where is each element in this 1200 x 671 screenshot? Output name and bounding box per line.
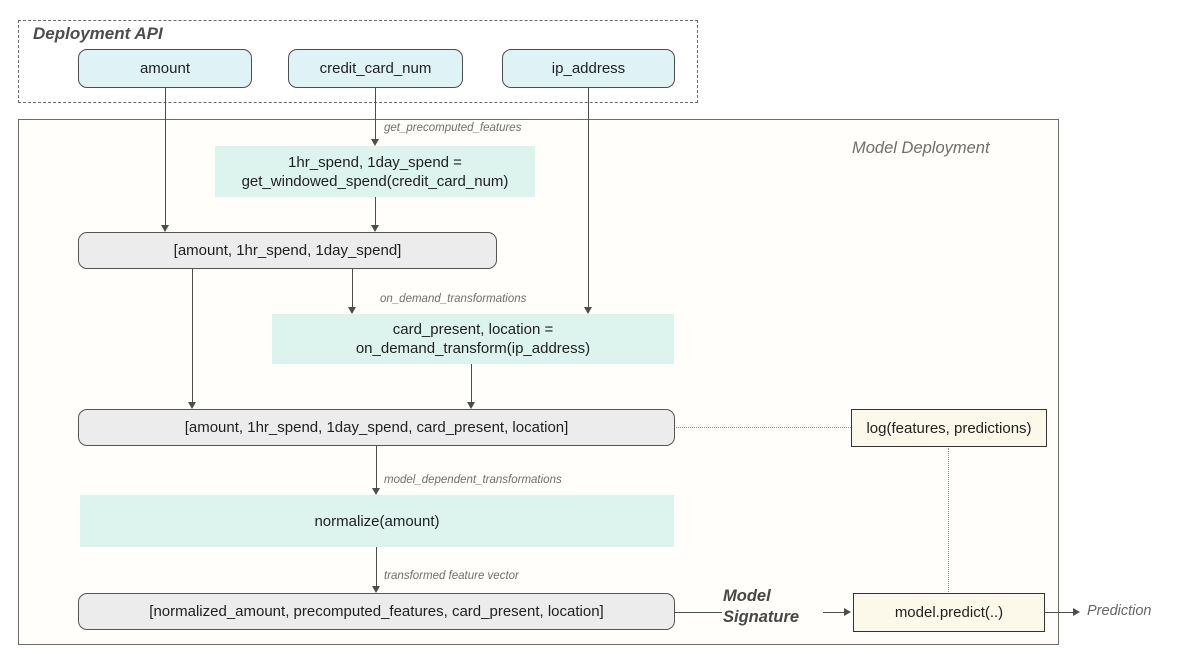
arrowhead-ondemand-to-fv2 (467, 402, 475, 409)
arrowhead-amount-to-fv1 (161, 225, 169, 232)
edge-ccnum-to-precomputed (375, 88, 377, 139)
arrowhead-predict-to-prediction (1073, 608, 1080, 616)
input-node-ip-address-label: ip_address (551, 60, 626, 77)
input-node-credit-card-num-label: credit_card_num (319, 60, 432, 77)
precomputed-features-step: 1hr_spend, 1day_spend = get_windowed_spe… (215, 146, 535, 197)
feature-vector-2-label: [amount, 1hr_spend, 1day_spend, card_pre… (184, 419, 569, 436)
input-node-amount-label: amount (139, 60, 191, 77)
annotation-get-precomputed-features: get_precomputed_features (384, 122, 522, 134)
edge-log-to-predict-dotted (948, 448, 949, 592)
prediction-output-label: Prediction (1087, 603, 1152, 619)
normalize-label: normalize(amount) (314, 512, 440, 530)
arrowhead-fv1-to-fv2 (188, 402, 196, 409)
edge-fv2-to-normalize (376, 446, 378, 488)
deployment-api-title: Deployment API (33, 24, 163, 43)
arrowhead-fv1-to-ondemand (348, 307, 356, 314)
model-deployment-title: Model Deployment (852, 139, 990, 157)
arrowhead-ccnum-to-precomputed (371, 139, 379, 146)
feature-vector-3: [normalized_amount, precomputed_features… (78, 593, 675, 630)
edge-precomputed-to-fv1 (375, 197, 377, 225)
feature-vector-1-label: [amount, 1hr_spend, 1day_spend] (173, 242, 402, 259)
precomputed-features-line2: get_windowed_spend(credit_card_num) (241, 172, 509, 190)
arrowhead-signature-to-predict (844, 608, 851, 616)
on-demand-transform-step: card_present, location = on_demand_trans… (272, 314, 674, 364)
model-dependent-transform-step: normalize(amount) (80, 495, 674, 547)
input-node-credit-card-num: credit_card_num (288, 49, 463, 88)
edge-fv3-to-signature (675, 612, 722, 614)
arrowhead-normalize-to-fv3 (372, 586, 380, 593)
log-features-predictions-label: log(features, predictions) (866, 419, 1032, 437)
deployment-api-region (18, 20, 698, 103)
edge-normalize-to-fv3 (376, 547, 378, 586)
edge-ipaddress-to-ondemand (588, 88, 590, 307)
annotation-on-demand-transformations: on_demand_transformations (380, 293, 527, 305)
annotation-model-dependent-transformations: model_dependent_transformations (384, 474, 562, 486)
edge-ondemand-to-fv2 (471, 364, 473, 402)
edge-amount-to-fv1 (165, 88, 167, 225)
model-predict-node: model.predict(..) (853, 593, 1045, 632)
arrowhead-fv2-to-normalize (372, 488, 380, 495)
model-deployment-region (18, 119, 1059, 645)
feature-vector-3-label: [normalized_amount, precomputed_features… (149, 603, 604, 620)
edge-signature-to-predict (823, 612, 844, 614)
model-predict-label: model.predict(..) (894, 604, 1004, 621)
log-features-predictions-node: log(features, predictions) (851, 409, 1047, 447)
edge-fv1-to-fv2 (192, 269, 194, 402)
model-signature-line2: Signature (723, 608, 800, 626)
arrowhead-precomputed-to-fv1 (371, 225, 379, 232)
input-node-amount: amount (78, 49, 252, 88)
edge-predict-to-prediction (1045, 612, 1073, 614)
feature-vector-1: [amount, 1hr_spend, 1day_spend] (78, 232, 497, 269)
arrowhead-ipaddress-to-ondemand (584, 307, 592, 314)
input-node-ip-address: ip_address (502, 49, 675, 88)
model-signature-line1: Model (723, 587, 771, 605)
on-demand-transform-line1: card_present, location = (392, 321, 554, 338)
annotation-transformed-feature-vector: transformed feature vector (384, 570, 519, 582)
edge-fv2-to-log-dotted (676, 427, 851, 428)
edge-fv1-to-ondemand (352, 269, 354, 307)
on-demand-transform-line2: on_demand_transform(ip_address) (355, 340, 591, 357)
model-signature-label: Model Signature (723, 586, 799, 628)
feature-vector-2: [amount, 1hr_spend, 1day_spend, card_pre… (78, 409, 675, 446)
precomputed-features-line1: 1hr_spend, 1day_spend = (288, 153, 462, 171)
